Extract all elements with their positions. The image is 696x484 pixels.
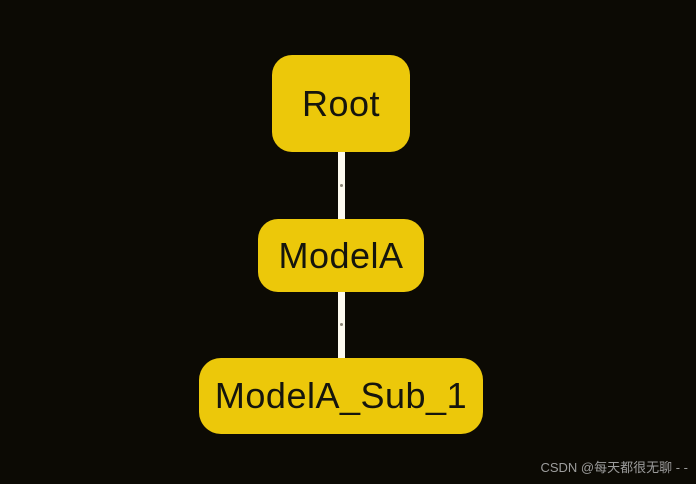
node-modela-label: ModelA xyxy=(278,234,404,276)
edge-midpoint-dot xyxy=(340,184,343,187)
node-modela-sub-1: ModelA_Sub_1 xyxy=(199,358,483,434)
node-modela-sub-1-label: ModelA_Sub_1 xyxy=(214,375,468,416)
edge-midpoint-dot xyxy=(340,323,343,326)
node-root: Root xyxy=(272,55,410,152)
node-root-label: Root xyxy=(301,82,381,124)
node-modela: ModelA xyxy=(258,219,424,292)
csdn-watermark: CSDN @每天都很无聊 - - xyxy=(540,460,688,476)
